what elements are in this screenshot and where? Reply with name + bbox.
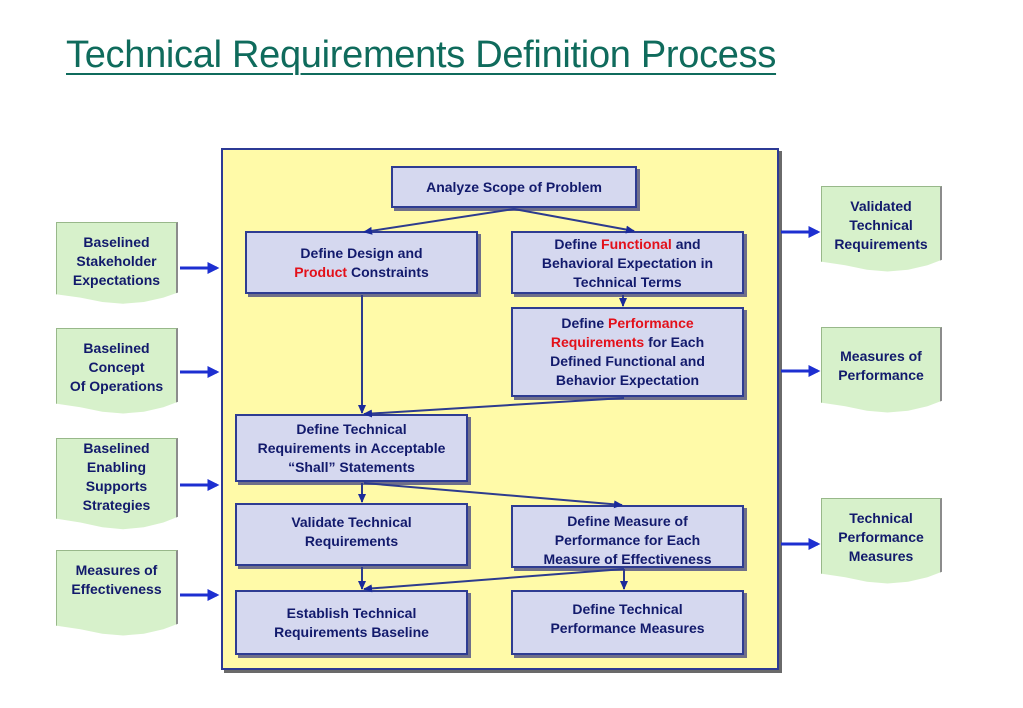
- output-validated-technical-requirements: Validated Technical Requirements: [821, 186, 942, 272]
- shall-line3: “Shall” Statements: [288, 458, 415, 475]
- arrow-scope-to-design: [363, 208, 515, 235]
- tpm-line1: Define Technical: [572, 601, 683, 617]
- requirements-highlight: Requirements: [550, 334, 645, 350]
- validate-line2: Requirements: [304, 533, 399, 549]
- input-line: Measures of: [75, 562, 158, 578]
- input-line: Baselined: [83, 234, 150, 250]
- arrow-measure-to-baseline: [363, 568, 625, 593]
- arrow-shall-to-measure: [363, 482, 623, 509]
- product-highlight: Product: [294, 263, 348, 280]
- measure-of-performance-box: Define Measure of Performance for Each M…: [511, 505, 744, 568]
- shall-line1: Define Technical: [296, 420, 407, 437]
- output-line: Measures of: [840, 348, 922, 364]
- output-line: Validated: [850, 198, 912, 214]
- analyze-scope-box: Analyze Scope of Problem: [391, 166, 637, 208]
- measure-perf-line1: Define Measure of: [567, 513, 688, 529]
- design-constraints-line2: Constraints: [347, 263, 429, 280]
- input-measures-of-effectiveness: Measures of Effectiveness: [56, 550, 178, 636]
- performance-line3: Defined Functional and: [550, 353, 705, 369]
- input-line: Baselined: [83, 440, 150, 456]
- technical-performance-measures-box: Define Technical Performance Measures: [511, 590, 744, 655]
- input-line: Enabling: [86, 459, 147, 475]
- functional-highlight: Functional: [601, 236, 672, 252]
- design-constraints-box: Define Design and Product Constraints: [245, 231, 478, 294]
- functional-line2: Behavioral Expectation in: [541, 255, 714, 271]
- output-line: Measures: [848, 548, 914, 564]
- output-measures-of-performance: Measures of Performance: [821, 327, 942, 413]
- performance-highlight: Performance: [608, 315, 694, 331]
- validate-requirements-box: Validate Technical Requirements: [235, 503, 468, 566]
- design-constraints-line1: Define Design and: [300, 244, 423, 261]
- input-line: Strategies: [82, 497, 151, 513]
- input-line: Baselined: [83, 340, 150, 356]
- arrow-scope-to-functional: [513, 208, 635, 234]
- analyze-scope-label: Analyze Scope of Problem: [426, 178, 602, 195]
- output-line: Performance: [838, 367, 924, 383]
- tpm-line2: Performance Measures: [550, 620, 705, 636]
- page-title: Technical Requirements Definition Proces…: [66, 34, 777, 76]
- functional-suffix: and: [671, 236, 701, 252]
- functional-expectation-box: Define Functional and Behavioral Expecta…: [511, 231, 744, 294]
- output-line: Requirements: [834, 236, 928, 252]
- measure-perf-line3: Measure of Effectiveness: [543, 551, 712, 567]
- baseline-line2: Requirements Baseline: [274, 623, 429, 640]
- performance-prefix: Define: [561, 315, 609, 331]
- input-line: Of Operations: [69, 378, 164, 394]
- performance-requirements-box: Define Performance Requirements for Each…: [511, 307, 744, 397]
- functional-prefix: Define: [554, 236, 602, 252]
- performance-line4: Behavior Expectation: [555, 372, 700, 388]
- output-line: Performance: [838, 529, 924, 545]
- measure-perf-line2: Performance for Each: [554, 532, 701, 548]
- input-concept-of-operations: Baselined Concept Of Operations: [56, 328, 178, 414]
- shall-statements-box: Define Technical Requirements in Accepta…: [235, 414, 468, 482]
- baseline-line1: Establish Technical: [286, 604, 417, 621]
- input-line: Supports: [85, 478, 148, 494]
- functional-line3: Technical Terms: [573, 274, 682, 290]
- input-line: Effectiveness: [71, 581, 162, 597]
- arrow-performance-to-shall: [363, 397, 625, 418]
- performance-suffix: for Each: [644, 334, 705, 350]
- output-technical-performance-measures: Technical Performance Measures: [821, 498, 942, 584]
- input-line: Stakeholder: [76, 253, 157, 269]
- output-line: Technical: [849, 217, 913, 233]
- input-enabling-support-strategies: Baselined Enabling Supports Strategies: [56, 438, 178, 530]
- requirements-baseline-box: Establish Technical Requirements Baselin…: [235, 590, 468, 655]
- input-line: Concept: [88, 359, 145, 375]
- shall-line2: Requirements in Acceptable: [257, 439, 446, 456]
- output-line: Technical: [849, 510, 913, 526]
- validate-line1: Validate Technical: [291, 514, 412, 530]
- input-line: Expectations: [72, 272, 161, 288]
- input-stakeholder-expectations: Baselined Stakeholder Expectations: [56, 222, 178, 304]
